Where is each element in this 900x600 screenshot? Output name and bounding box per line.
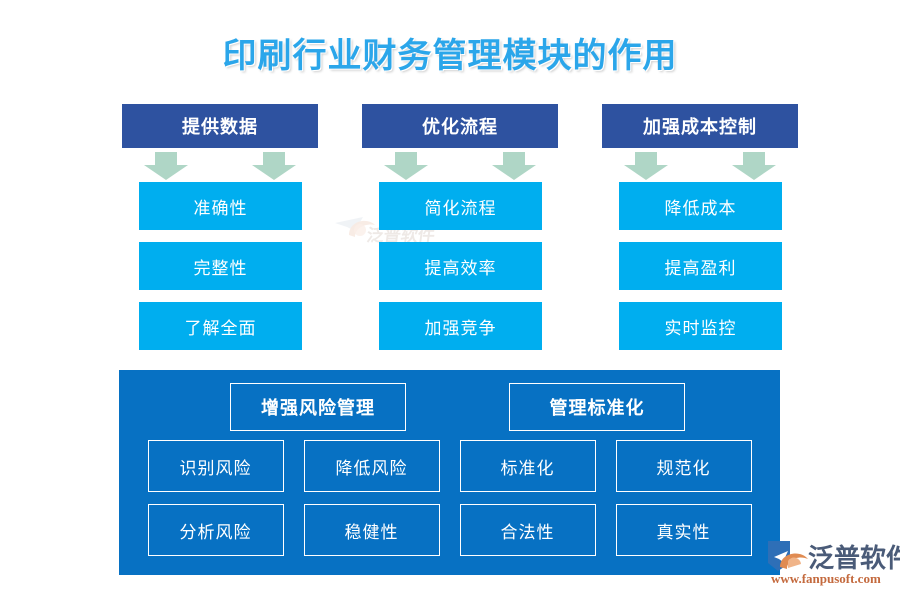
logo-text: 泛普软件 xyxy=(808,543,900,573)
bottom-panel-row: 识别风险 降低风险 标准化 规范化 xyxy=(119,440,780,492)
column-item[interactable]: 简化流程 xyxy=(379,182,542,230)
column-cost-control: 加强成本控制 降低成本 提高盈利 实时监控 xyxy=(602,104,798,362)
company-logo[interactable]: 泛普软件 www.fanpusoft.com xyxy=(768,535,900,593)
bottom-panel-cell[interactable]: 真实性 xyxy=(615,504,752,556)
bottom-panel-cell[interactable]: 合法性 xyxy=(459,504,596,556)
bottom-panel-cell[interactable]: 降低风险 xyxy=(303,440,440,492)
bottom-panel-cell[interactable]: 标准化 xyxy=(459,440,596,492)
column-item[interactable]: 了解全面 xyxy=(139,302,302,350)
column-item[interactable]: 完整性 xyxy=(139,242,302,290)
column-item[interactable]: 准确性 xyxy=(139,182,302,230)
down-arrow-icon xyxy=(624,152,668,180)
bottom-panel-cell[interactable]: 规范化 xyxy=(615,440,752,492)
bottom-panel-cell[interactable]: 分析风险 xyxy=(147,504,284,556)
column-header[interactable]: 提供数据 xyxy=(122,104,318,148)
column-provide-data: 提供数据 准确性 完整性 了解全面 xyxy=(122,104,318,362)
bottom-panel-header[interactable]: 管理标准化 xyxy=(509,383,685,431)
bottom-panel-headers: 增强风险管理 管理标准化 xyxy=(119,383,780,431)
bottom-panel-grid: 识别风险 降低风险 标准化 规范化 分析风险 稳健性 合法性 真实性 xyxy=(119,440,780,568)
column-header[interactable]: 优化流程 xyxy=(362,104,558,148)
bottom-panel-row: 分析风险 稳健性 合法性 真实性 xyxy=(119,504,780,556)
column-item[interactable]: 提高盈利 xyxy=(619,242,782,290)
arrow-row xyxy=(362,148,558,182)
column-item[interactable]: 降低成本 xyxy=(619,182,782,230)
logo-url: www.fanpusoft.com xyxy=(771,571,881,586)
column-item[interactable]: 提高效率 xyxy=(379,242,542,290)
bottom-panel: 增强风险管理 管理标准化 识别风险 降低风险 标准化 规范化 分析风险 稳健性 … xyxy=(119,370,780,575)
down-arrow-icon xyxy=(144,152,188,180)
arrow-row xyxy=(602,148,798,182)
down-arrow-icon xyxy=(384,152,428,180)
down-arrow-icon xyxy=(492,152,536,180)
column-item[interactable]: 实时监控 xyxy=(619,302,782,350)
bottom-panel-cell[interactable]: 稳健性 xyxy=(303,504,440,556)
down-arrow-icon xyxy=(252,152,296,180)
column-optimize-process: 优化流程 简化流程 提高效率 加强竞争 xyxy=(362,104,558,362)
page-title: 印刷行业财务管理模块的作用 xyxy=(222,37,678,75)
down-arrow-icon xyxy=(732,152,776,180)
fanpu-logo-icon xyxy=(768,541,808,571)
arrow-row xyxy=(122,148,318,182)
bottom-panel-cell[interactable]: 识别风险 xyxy=(147,440,284,492)
column-item[interactable]: 加强竞争 xyxy=(379,302,542,350)
bottom-panel-header[interactable]: 增强风险管理 xyxy=(230,383,406,431)
column-header[interactable]: 加强成本控制 xyxy=(602,104,798,148)
